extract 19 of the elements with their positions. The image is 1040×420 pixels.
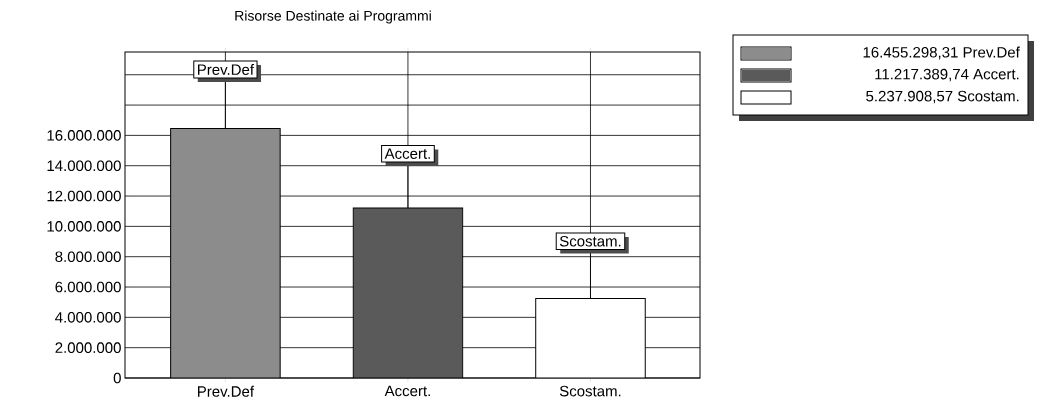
y-tick-label: 12.000.000 — [47, 190, 121, 202]
legend-text: 5.237.908,57 Scostam. — [866, 90, 1019, 104]
x-tick-label: Scostam. — [559, 385, 621, 397]
value-label: Scostam. — [555, 232, 629, 254]
legend-text: 16.455.298,31 Prev.Def — [863, 46, 1020, 60]
y-tick-label: 8.000.000 — [55, 251, 121, 262]
y-tick-label: 0 — [113, 372, 121, 384]
y-tick-label: 4.000.000 — [55, 312, 121, 323]
value-label: Accert. — [381, 144, 439, 166]
chart-title: Risorse Destinate ai Programmi — [235, 10, 431, 24]
y-tick-label: 6.000.000 — [55, 281, 121, 293]
y-tick-label: 14.000.000 — [47, 160, 121, 172]
y-tick-label: 2.000.000 — [55, 342, 121, 353]
legend-text: 11.217.389,74 Accert. — [875, 68, 1019, 82]
y-tick-label: 16.000.000 — [47, 130, 121, 141]
x-tick-label: Prev.Def — [198, 385, 255, 397]
y-tick-label: 10.000.000 — [47, 221, 121, 232]
value-label: Prev.Def — [193, 60, 261, 82]
x-tick-label: Accert. — [384, 385, 430, 397]
